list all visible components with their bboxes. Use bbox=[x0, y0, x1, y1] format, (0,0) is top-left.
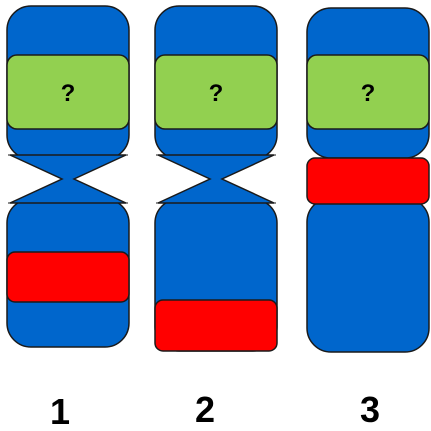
chromosome-3-lower-arm bbox=[306, 197, 430, 353]
chromosome-1-centromere bbox=[9, 154, 127, 204]
chromosome-3-number-label: 3 bbox=[360, 389, 380, 430]
chromosome-1-unknown-band bbox=[6, 54, 130, 130]
chromosome-1-number-label: 1 bbox=[50, 391, 70, 431]
chromosome-2-number-label: 2 bbox=[195, 389, 215, 430]
chromosome-2-centromere bbox=[157, 154, 275, 204]
chromosome-1-band-label: ? bbox=[61, 80, 76, 107]
chromosome-1: ? 1 bbox=[6, 5, 130, 431]
chromosome-3-unknown-band bbox=[306, 54, 430, 130]
chromosome-2-unknown-band bbox=[154, 54, 278, 130]
chromosome-2: ? 2 bbox=[154, 5, 278, 430]
chromosome-3-marker-band bbox=[306, 157, 430, 205]
chromosome-3: ? 3 bbox=[306, 7, 430, 430]
chromosome-2-marker-band bbox=[154, 299, 278, 352]
chromosome-3-band-label: ? bbox=[361, 80, 376, 107]
chromosome-2-band-label: ? bbox=[209, 80, 224, 107]
chromosome-1-marker-band bbox=[6, 251, 130, 303]
